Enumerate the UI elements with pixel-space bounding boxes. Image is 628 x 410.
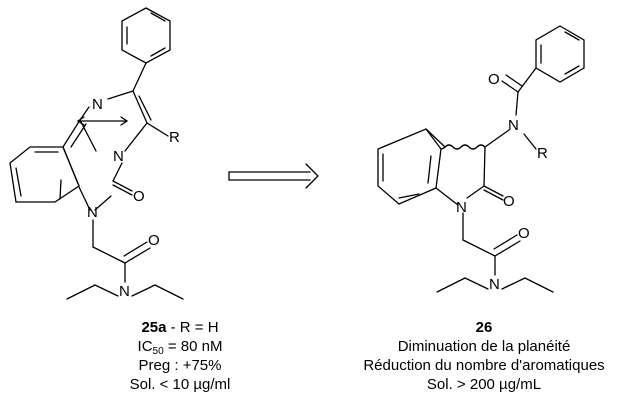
substituent-25a: - R = H (166, 319, 219, 336)
planarity-double-arrow (76, 116, 129, 126)
bond-carbonyl-n (515, 91, 519, 116)
atom-n-amide-26: N (508, 117, 519, 134)
preg-line: Preg : +75% (138, 357, 222, 374)
atom-o-lactam: O (503, 193, 515, 210)
ic50-value: = 80 nM (163, 338, 223, 355)
atom-n-diethylamide-26: N (489, 276, 500, 293)
structure-25a: N R N O N O N (9, 7, 184, 300)
imidazole-ring (79, 90, 152, 152)
quinazoline-core (62, 119, 133, 211)
atom-n-imidazole: N (92, 96, 103, 113)
compound-id-25a: 25a (141, 319, 167, 336)
phenyl-ring-26 (535, 25, 585, 83)
side-chain-25a (66, 219, 184, 300)
atom-r-26: R (537, 145, 548, 162)
caption-25a-title: 25a - R = H (80, 318, 280, 337)
compound-id-26: 26 (475, 319, 493, 336)
caption-26: 26 Diminuation de la planéité Réduction … (340, 318, 628, 394)
caption-25a: 25a - R = H IC50 = 80 nM Preg : +75% Sol… (80, 318, 280, 394)
atom-n-lactam: N (456, 199, 467, 216)
lactam-ring (425, 128, 504, 206)
benzo-ring-25a (9, 146, 80, 203)
bond-to-r-25a (146, 122, 169, 137)
ic50-line: IC50 = 80 nM (80, 337, 280, 357)
atom-o-carbonyl-25a: O (133, 188, 145, 205)
atom-o-benzoyl: O (488, 71, 500, 88)
atom-r-25a: R (169, 129, 180, 146)
planarity-line: Diminuation de la planéité (397, 338, 571, 355)
solubility-25a: Sol. < 10 µg/ml (129, 376, 231, 393)
atom-o-amide-26: O (518, 225, 530, 242)
wavy-bond-stereocenter (440, 144, 486, 150)
solubility-26: Sol. > 200 µg/mL (426, 376, 542, 393)
bond-phenyl-imidazole (132, 62, 147, 92)
atom-n-amide-25a: N (119, 283, 130, 300)
bond-n-c3 (484, 129, 510, 148)
caption-26-title: 26 (340, 318, 628, 337)
bond-benzoyl-o (501, 80, 519, 93)
atom-n-bridgehead: N (113, 148, 124, 165)
structure-26: O N R O N O N (377, 25, 585, 293)
transformation-arrow (228, 163, 319, 189)
atom-o-amide-25a: O (148, 232, 160, 249)
phenyl-ring-25a (121, 7, 171, 64)
ic50-label: IC (137, 338, 153, 355)
atom-n-quinazoline: N (87, 204, 98, 221)
benzo-ring-26 (377, 128, 442, 205)
bond-phenyl-carbonyl (517, 67, 537, 93)
bond-n-r (523, 133, 537, 150)
side-chain-26 (436, 212, 554, 293)
ic50-subscript: 50 (152, 346, 164, 357)
aromatics-line: Réduction du nombre d'aromatiques (363, 357, 605, 374)
